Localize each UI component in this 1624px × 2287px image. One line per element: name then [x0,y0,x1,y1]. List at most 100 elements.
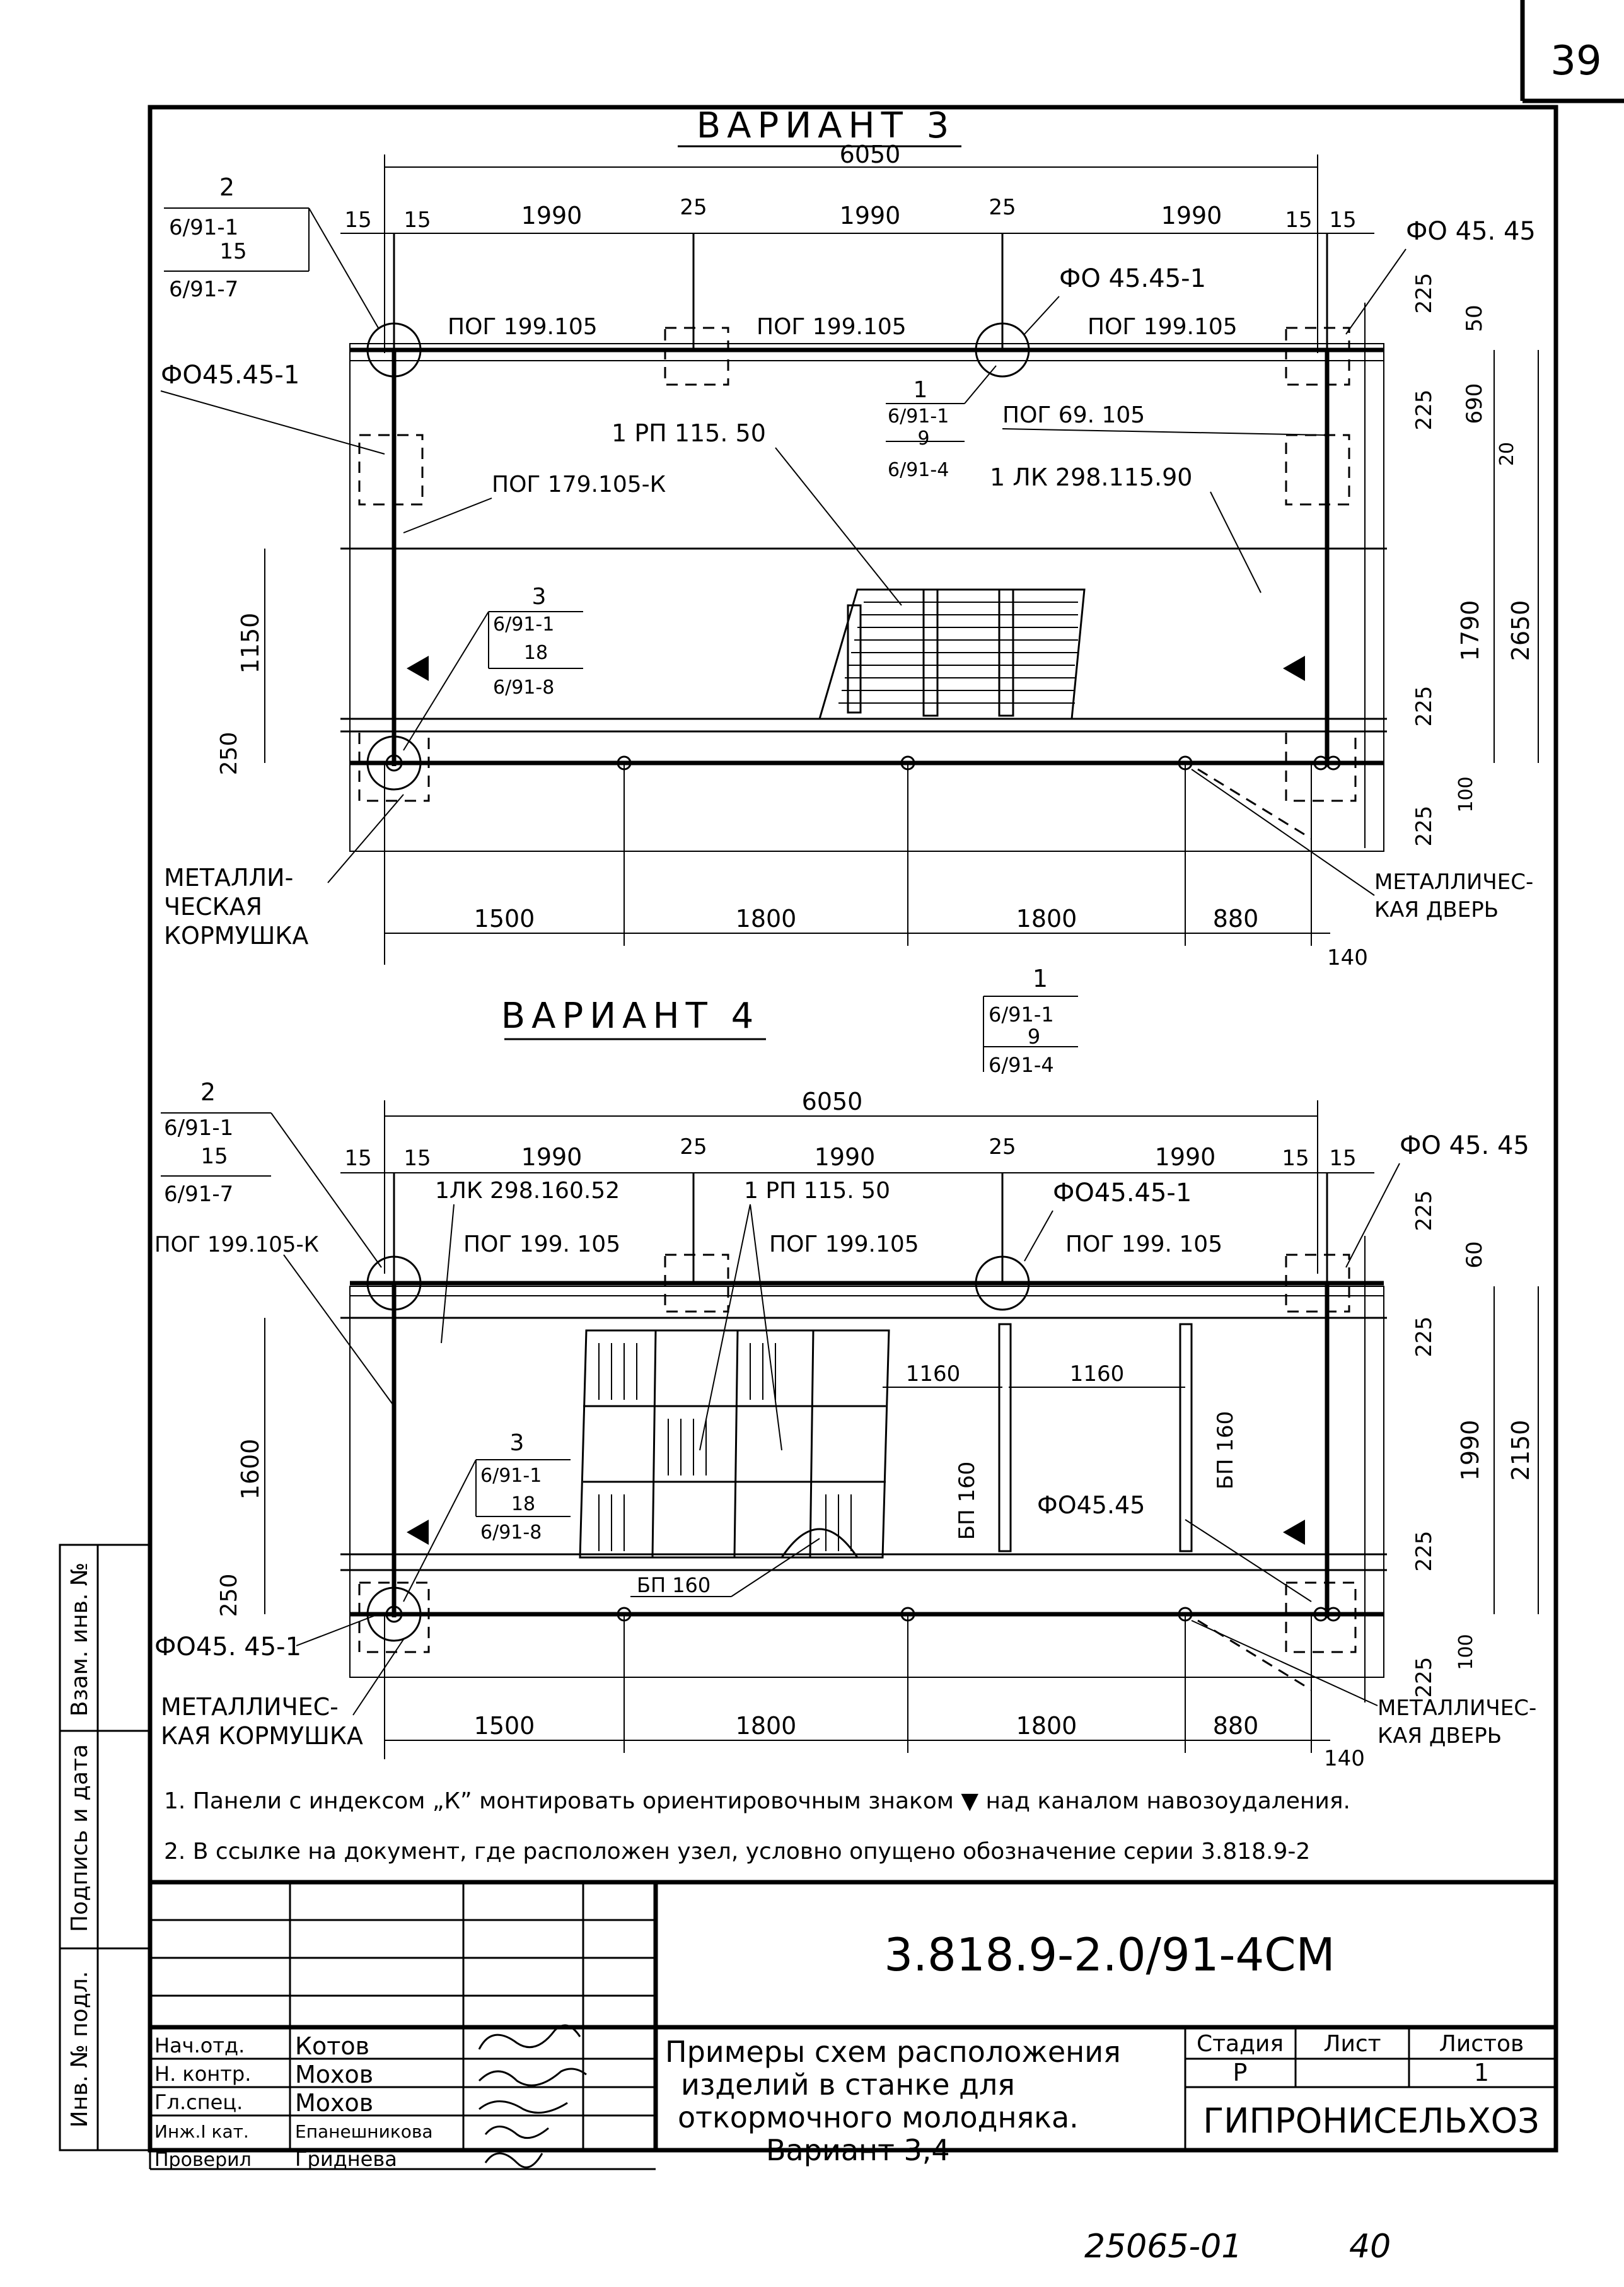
v4-feeder-label: МЕТАЛЛИЧЕС- КАЯ КОРМУШКА [161,1693,363,1750]
v3-pog-left: ПОГ 199.105 [448,314,598,340]
svg-text:2: 2 [219,173,235,201]
v4-fo-left: ФО45. 45-1 [154,1632,301,1661]
v4-rp: 1 РП 115. 50 [744,1178,890,1204]
v3-dim-1990b: 1990 [840,202,901,230]
v4-dim-1990b: 1990 [815,1143,876,1171]
v3-pog-right: ПОГ 199.105 [1088,314,1238,340]
v3-pog-mid: ПОГ 199.105 [757,314,907,340]
v3-feeder-label: МЕТАЛЛИ- ЧЕСКАЯ КОРМУШКА [164,864,308,950]
name-3: Мохов [295,2089,373,2117]
v4-dim-15b: 15 [403,1146,431,1171]
v3-rdim-225c: 225 [1412,686,1437,727]
sheet-header: Лист [1323,2031,1381,2057]
svg-text:6/91-1: 6/91-1 [493,614,554,636]
v3-dim-1990a: 1990 [521,202,583,230]
svg-text:6/91-1: 6/91-1 [888,405,949,428]
svg-text:6/91-8: 6/91-8 [493,677,554,699]
v4-bp-b: БП 160 [1213,1411,1238,1490]
v3-node-2: 2 6/91-1 15 6/91-7 [164,173,379,329]
title-block: 3.818.9-2.0/91-4СМ Примеры схем располож… [150,1880,1556,2171]
v3-rp: 1 РП 115. 50 [612,419,766,447]
svg-text:Взам. инв. №: Взам. инв. № [67,1562,93,1716]
organization: ГИПРОНИСЕЛЬХОЗ [1203,2101,1540,2141]
v3-dim-25a: 25 [680,195,707,220]
v4-bdim-1800b: 1800 [1016,1712,1077,1740]
v4-rdim-2150: 2150 [1507,1420,1534,1481]
v3-dim-1990c: 1990 [1161,202,1222,230]
v3-bdim-1500: 1500 [474,905,535,933]
sheets-header: Листов [1439,2031,1524,2057]
v4-ldim-1600: 1600 [236,1439,264,1500]
v4-bdim-140: 140 [1324,1746,1365,1771]
svg-text:6/91-1: 6/91-1 [989,1003,1054,1027]
svg-text:6/91-4: 6/91-4 [888,459,949,481]
v4-pog-right: ПОГ 199. 105 [1065,1231,1222,1257]
v3-bdim-1800a: 1800 [736,905,797,933]
v4-bdim-1500: 1500 [474,1712,535,1740]
v4-ldim-250: 250 [216,1574,242,1617]
v4-dim-15c: 15 [1282,1146,1309,1171]
v4-dim-15a: 15 [344,1146,371,1171]
v4-pog-mid: ПОГ 199.105 [769,1231,919,1257]
v3-fo-mid: ФО 45.45-1 [1059,264,1206,293]
v3-door-label: МЕТАЛЛИЧЕС- КАЯ ДВЕРЬ [1374,870,1540,922]
v4-dim-25b: 25 [989,1134,1016,1160]
v3-lk: 1 ЛК 298.115.90 [990,463,1192,491]
svg-text:15: 15 [200,1144,228,1169]
svg-text:1: 1 [1033,965,1048,992]
v3-node-3: 3 6/91-1 18 6/91-8 [403,584,583,751]
v4-bdim-880: 880 [1213,1712,1259,1740]
v3-rdim-100: 100 [1455,776,1477,812]
v4-fo-mid: ФО45.45-1 [1053,1178,1192,1208]
v3-bdim-140: 140 [1327,945,1368,970]
v4-dim-15d: 15 [1329,1146,1356,1171]
svg-text:6/91-7: 6/91-7 [164,1182,233,1207]
v4-panel-grid [579,1329,890,1559]
v3-pog-wall: ПОГ 179.105-К [492,472,666,498]
svg-text:6/91-4: 6/91-4 [989,1053,1054,1077]
svg-text:15: 15 [219,239,246,264]
footer-page: 40 [1349,2228,1391,2266]
name-5: Гриднева [295,2147,397,2171]
v3-rdim-20: 20 [1496,442,1518,466]
v3-rdim-690: 690 [1462,383,1487,424]
v4-rdim-100: 100 [1455,1634,1477,1670]
v3-rdim-1790: 1790 [1456,600,1484,661]
variant-3-title: ВАРИАНТ 3 [697,105,955,146]
v3-node-1: 1 6/91-1 9 6/91-4 [886,365,997,481]
svg-text:1: 1 [914,377,928,403]
note-1: 1. Панели с индексом „К” монтировать ори… [164,1788,1350,1814]
document-code: 3.818.9-2.0/91-4СМ [884,1928,1335,1981]
v4-w1160b: 1160 [1070,1361,1125,1387]
v3-rdim-225b: 225 [1412,390,1437,431]
svg-text:Подпись и дата: Подпись и дата [67,1744,93,1932]
v3-rdim-225a: 225 [1412,273,1437,314]
svg-text:2: 2 [200,1078,216,1106]
signatures [478,2024,587,2168]
v4-rdim-225d: 225 [1412,1657,1437,1698]
name-4: Епанешникова [295,2121,433,2142]
v3-dim-15c: 15 [1285,207,1312,233]
v3-bdim-1800b: 1800 [1016,905,1077,933]
drawing-title: Примеры схем расположения изделий в стан… [665,2035,1130,2167]
v4-bp-c: БП 160 [637,1573,710,1597]
svg-text:3: 3 [532,584,547,610]
v3-dim-15b: 15 [403,207,431,233]
v3-total-width: 6050 [840,141,901,168]
v4-pog-left: ПОГ 199. 105 [463,1231,620,1257]
stage-value: Р [1233,2059,1248,2086]
variant-4-title: ВАРИАНТ 4 [501,996,760,1037]
svg-text:9: 9 [917,428,929,450]
v4-fo-inner: ФО45.45 [1037,1491,1145,1519]
v4-rdim-225c: 225 [1412,1531,1437,1572]
v3-ldim-250: 250 [216,732,242,776]
v4-total-width: 6050 [802,1088,863,1115]
v4-rdim-225a: 225 [1412,1190,1437,1231]
name-2: Мохов [295,2061,373,2088]
svg-text:6/91-7: 6/91-7 [169,277,238,302]
v4-rdim-60: 60 [1462,1241,1487,1268]
v4-rdim-225b: 225 [1412,1317,1437,1358]
svg-text:Инв. № подл.: Инв. № подл. [67,1971,93,2127]
variant-4-plan: ВАРИАНТ 4 1 6/91-1 9 6/91-4 6050 15 15 1… [154,965,1539,1771]
v4-bdim-1800a: 1800 [736,1712,797,1740]
